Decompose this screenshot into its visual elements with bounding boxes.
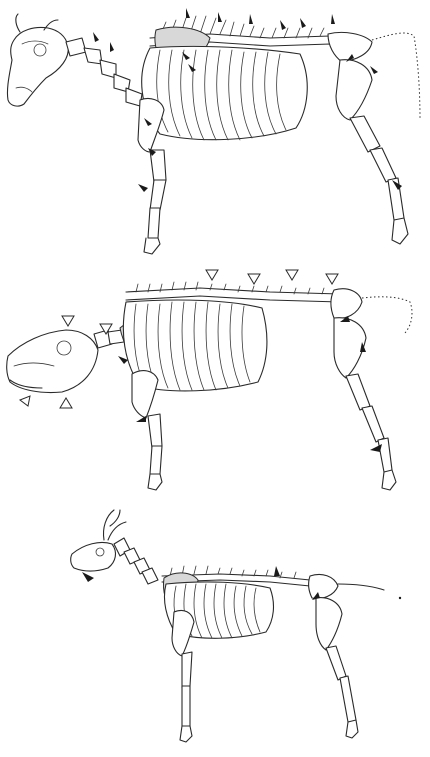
pig-hindlimb [334,318,396,490]
pig-tail [362,297,412,334]
deer-pelvis [309,574,338,598]
pig-cervical-vertebrae [94,330,124,348]
cattle-hindlimb [336,60,408,244]
pig-spine [126,282,340,302]
pig-skeleton-panel [0,262,430,500]
deer-forelimb [172,610,194,742]
cattle-tail [372,33,420,120]
deer-skeleton-panel [0,500,430,757]
pig-pelvis [331,289,362,319]
deer-hindlimb [316,598,358,738]
cattle-skeleton [0,0,430,262]
pig-skeleton [0,262,430,500]
deer-skeleton [0,500,430,757]
deer-skull [71,510,126,571]
cattle-ribcage [142,46,308,140]
deer-cervical-vertebrae [114,538,158,584]
deer-small-dot [399,597,401,599]
cattle-cervical-vertebrae [66,38,142,106]
cattle-skull [7,14,68,106]
cattle-skeleton-panel [0,0,430,262]
deer-tail [338,584,384,590]
pig-skull [7,330,98,393]
